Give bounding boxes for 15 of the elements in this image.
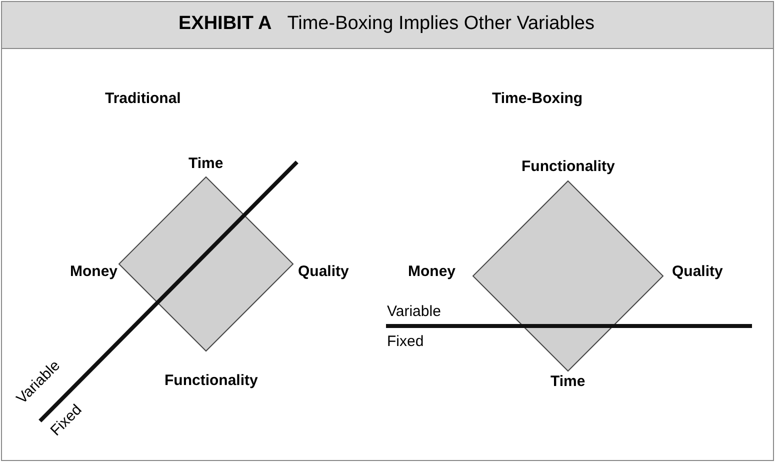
exhibit-title: EXHIBIT A Time-Boxing Implies Other Variables — [177, 13, 596, 35]
panel-heading: Traditional — [105, 90, 181, 108]
vertex-label: Money — [408, 263, 456, 281]
panel-heading: Time-Boxing — [492, 90, 583, 108]
diamond-shape — [472, 180, 664, 372]
vertex-label: Quality — [298, 263, 349, 281]
diamond-shape — [118, 176, 294, 352]
region-label: Fixed — [387, 333, 424, 351]
vertex-label: Functionality — [164, 372, 258, 390]
vertex-label: Money — [70, 263, 118, 281]
vertex-label: Time — [550, 373, 586, 391]
vertex-label: Quality — [672, 263, 723, 281]
vertex-label: Functionality — [522, 158, 615, 176]
vertex-label: Time — [188, 155, 224, 173]
region-label: Variable — [387, 303, 441, 321]
